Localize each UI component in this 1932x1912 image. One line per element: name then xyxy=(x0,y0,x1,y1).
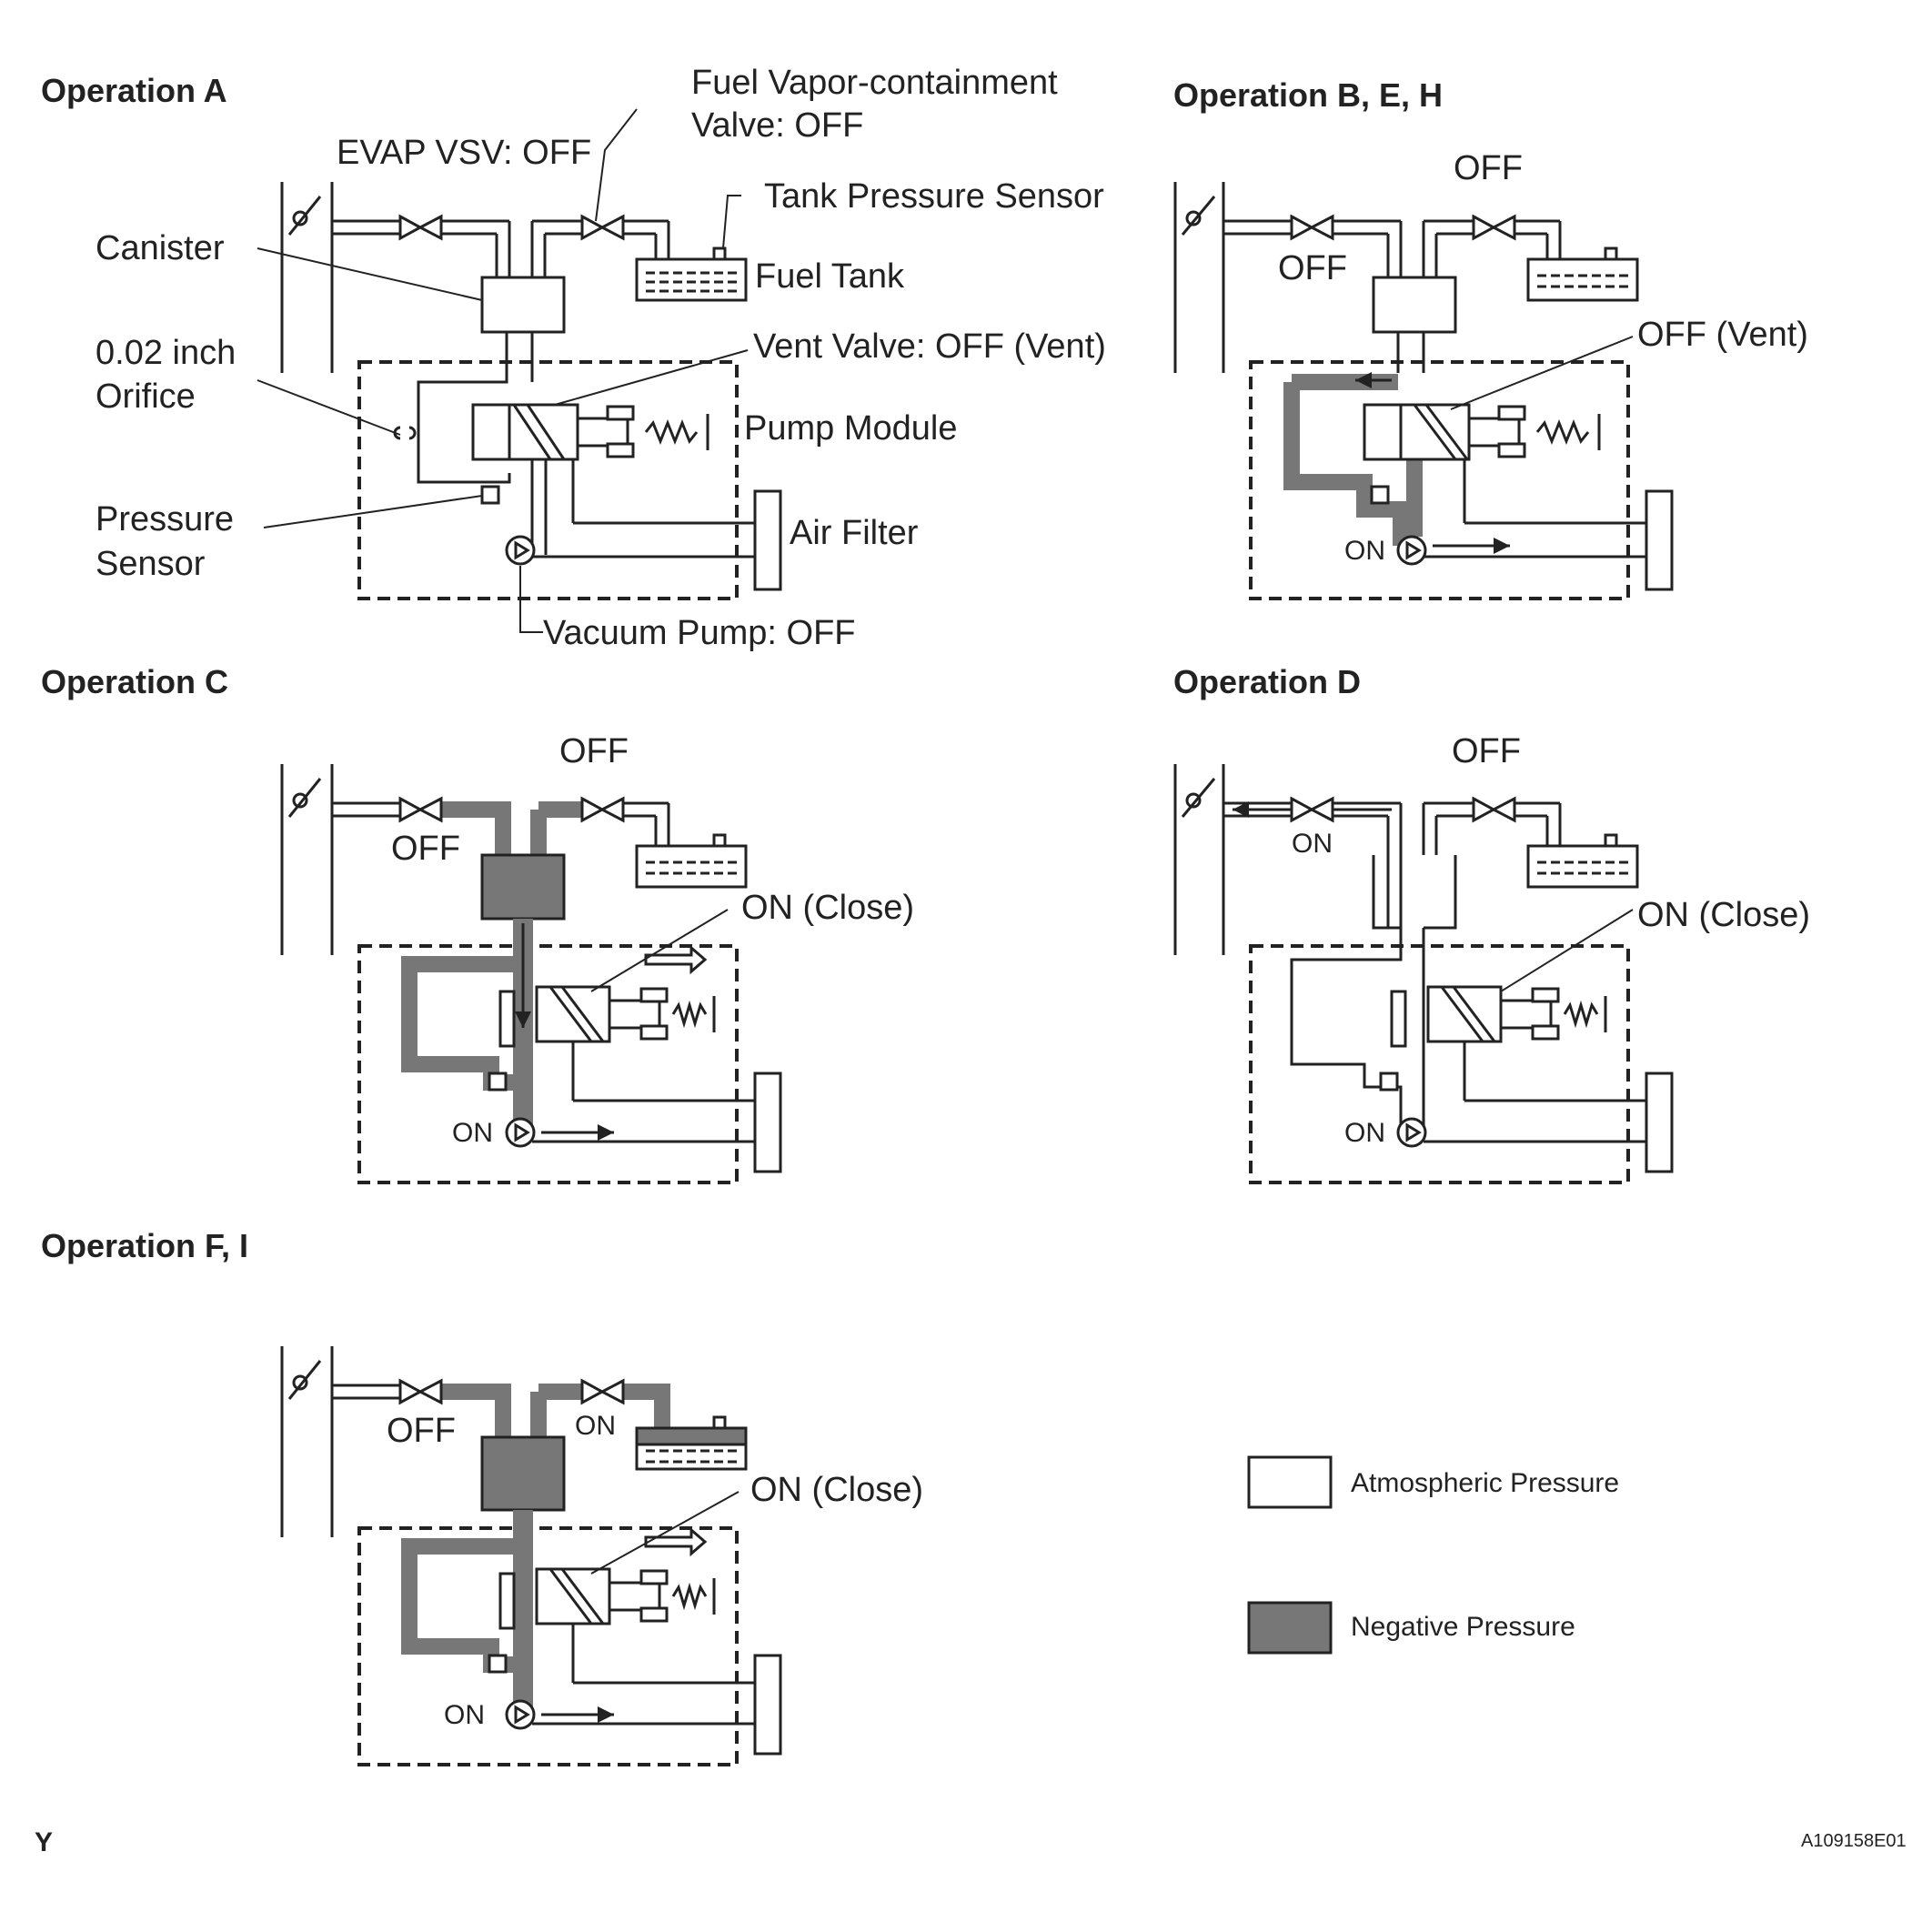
footer-mark: Y xyxy=(35,1827,53,1857)
tank-pressure-sensor-label: Tank Pressure Sensor xyxy=(764,177,1104,216)
vent-state-label: OFF (Vent) xyxy=(1637,316,1808,354)
fvc-state-label: OFF xyxy=(1454,149,1523,187)
vacuum-pump xyxy=(1396,535,1427,566)
vent-state-label: ON (Close) xyxy=(750,1471,923,1509)
panel-title: Operation B, E, H xyxy=(1173,76,1443,114)
pump-module-label: Pump Module xyxy=(744,409,957,448)
vent-valve-label: Vent Valve: OFF (Vent) xyxy=(753,327,1106,366)
orifice-label-2: Orifice xyxy=(96,377,196,416)
canister-label: Canister xyxy=(96,229,225,267)
panel-operation-b: Operation B, E, H xyxy=(1173,76,1808,600)
panel-d-internals xyxy=(1290,909,1646,1143)
pressure-sensor-label-1: Pressure xyxy=(96,500,234,538)
vacuum-pump xyxy=(505,1699,536,1730)
pressure-sensor-label-2: Sensor xyxy=(96,545,206,583)
purge-line xyxy=(332,219,511,277)
vacuum-pump xyxy=(1396,1117,1427,1148)
pump-module-box xyxy=(357,1526,739,1766)
intake-pipe xyxy=(280,182,334,373)
panel-title: Operation F, I xyxy=(41,1227,248,1264)
panel-title: Operation C xyxy=(41,663,228,700)
leader-lines xyxy=(257,108,749,633)
tank-line xyxy=(530,219,670,277)
vent-state-label: ON (Close) xyxy=(741,889,914,927)
legend-swatch-atmospheric xyxy=(1247,1455,1333,1509)
fuel-tank-label: Fuel Tank xyxy=(755,257,905,296)
pump-module-box xyxy=(1249,360,1630,600)
fuel-vapor-valve-label-2: Valve: OFF xyxy=(691,106,863,145)
panel-d-schematic xyxy=(1173,764,1639,955)
vsv-state-label: OFF xyxy=(387,1412,456,1450)
panel-operation-d: Operation D xyxy=(1173,663,1810,1184)
evap-vsv-label: EVAP VSV: OFF xyxy=(337,134,591,172)
evap-vsv-valve xyxy=(398,214,443,241)
orifice-label-1: 0.02 inch xyxy=(96,334,236,372)
canister xyxy=(480,276,566,334)
pump-module-box xyxy=(1249,944,1630,1184)
air-filter xyxy=(1645,489,1674,591)
fuel-vapor-valve xyxy=(580,214,625,241)
fvc-state-label: ON xyxy=(575,1411,616,1441)
air-filter xyxy=(753,489,782,591)
legend: Atmospheric Pressure Negative Pressure xyxy=(1247,1455,1619,1655)
panel-f-schematic xyxy=(280,1346,748,1537)
fuel-tank xyxy=(635,247,748,302)
panel-c-internals xyxy=(401,909,755,1143)
panel-title: Operation A xyxy=(41,72,227,109)
vacuum-pump xyxy=(505,1117,536,1148)
panel-operation-c: Operation C xyxy=(41,663,914,1184)
pump-module-box xyxy=(357,360,739,600)
panel-operation-f: Operation F, I xyxy=(41,1227,923,1766)
vacuum-pump-label: Vacuum Pump: OFF xyxy=(543,614,856,652)
panel-c-valves xyxy=(398,796,625,823)
legend-label-atmospheric: Atmospheric Pressure xyxy=(1351,1468,1619,1498)
panel-b-internals xyxy=(1283,372,1646,559)
fvc-state-label: OFF xyxy=(1452,732,1521,770)
fuel-vapor-valve-label-1: Fuel Vapor-containment xyxy=(691,64,1058,102)
air-filter xyxy=(753,1072,782,1173)
panel-title: Operation D xyxy=(1173,663,1361,700)
air-filter xyxy=(1645,1072,1674,1173)
air-filter-label: Air Filter xyxy=(790,514,919,552)
legend-swatch-negative xyxy=(1247,1601,1333,1655)
pump-state-label: ON xyxy=(452,1118,493,1148)
air-filter xyxy=(753,1654,782,1756)
pump-state-label: ON xyxy=(1344,1118,1385,1148)
panel-operation-a: Operation A xyxy=(41,64,1106,652)
vsv-state-label: OFF xyxy=(1278,249,1347,287)
panel-d-valves xyxy=(1290,796,1516,823)
pump-module-box xyxy=(357,944,739,1184)
legend-label-negative: Negative Pressure xyxy=(1351,1612,1575,1642)
vacuum-pump xyxy=(505,535,536,566)
leader-line xyxy=(1450,336,1634,410)
figure-code: A109158E01 xyxy=(1801,1831,1907,1851)
vent-state-label: ON (Close) xyxy=(1637,896,1810,934)
canister-outlet xyxy=(505,332,534,373)
panel-b-schematic xyxy=(1173,182,1639,373)
pump-state-label: ON xyxy=(444,1700,485,1730)
panel-f-valves xyxy=(398,1378,625,1405)
panel-f-internals xyxy=(401,1491,755,1726)
panel-c-schematic xyxy=(280,764,748,955)
pump-state-label: ON xyxy=(1344,536,1385,566)
pump-module-internals xyxy=(393,373,755,559)
vsv-state-label: OFF xyxy=(391,830,460,868)
panel-b-valves xyxy=(1290,214,1516,241)
vsv-state-label: ON xyxy=(1292,829,1333,859)
fvc-state-label: OFF xyxy=(559,732,629,770)
